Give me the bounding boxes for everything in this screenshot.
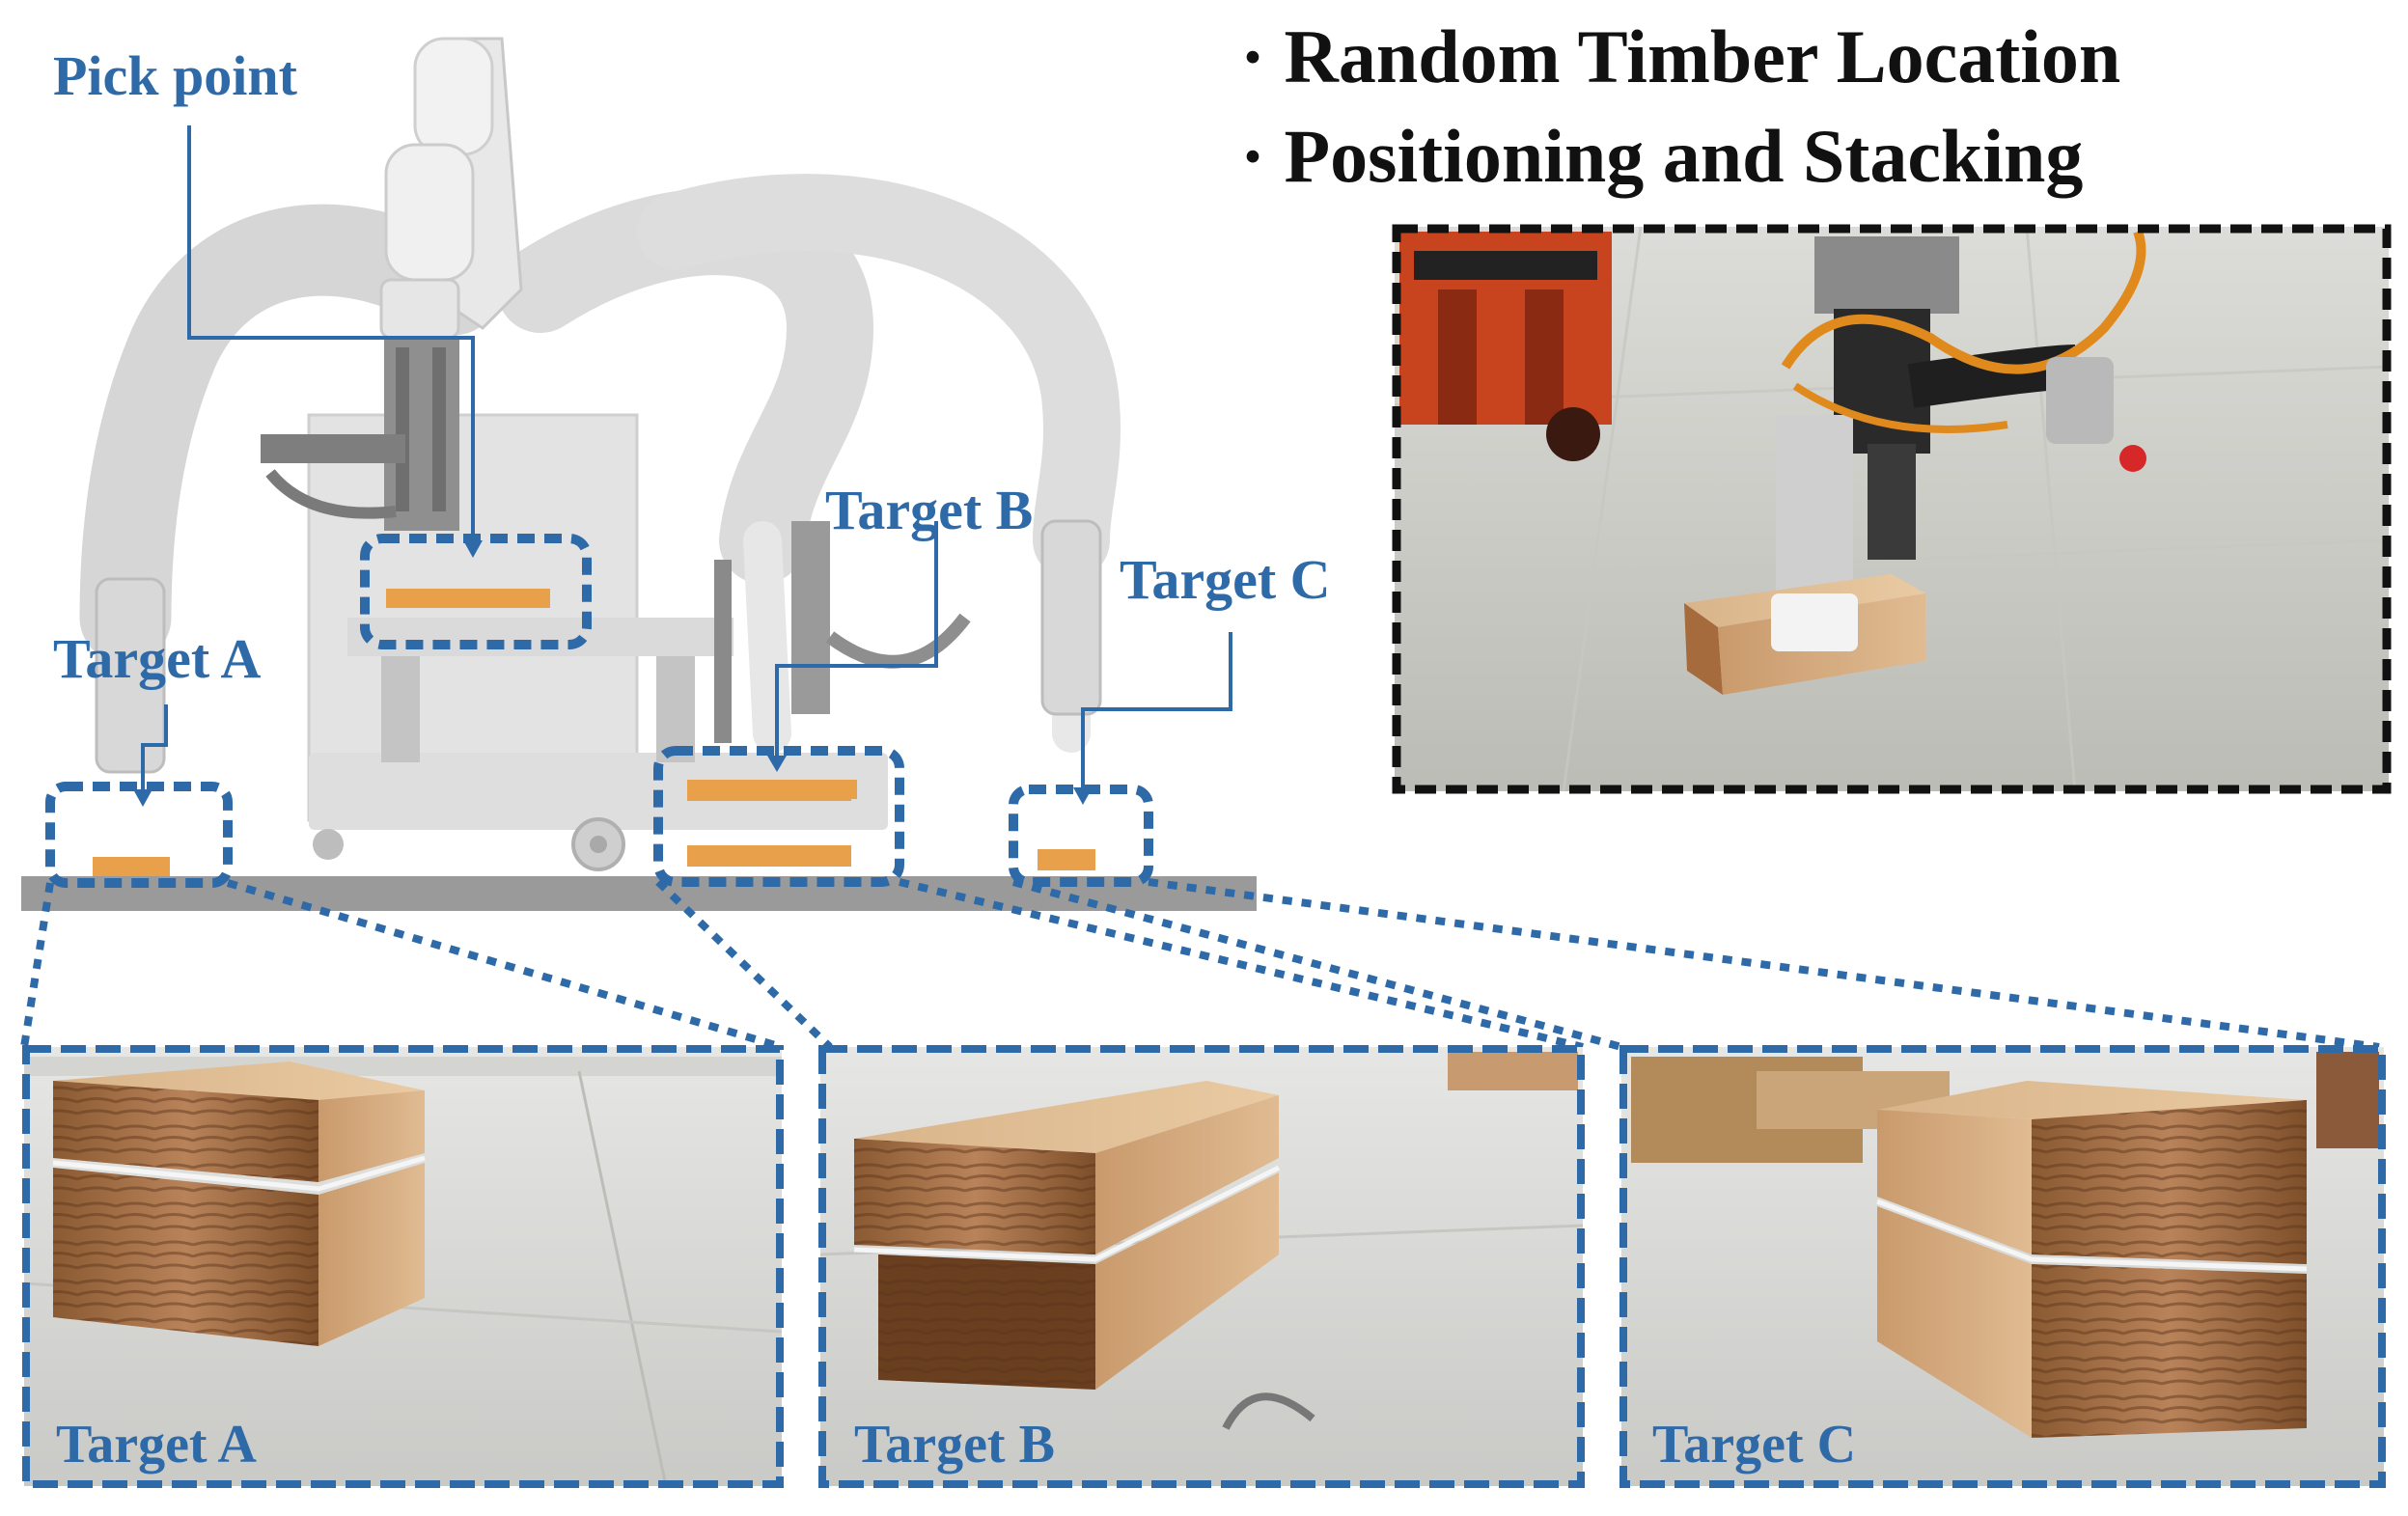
robot-illustration xyxy=(21,37,1257,911)
target-b-box xyxy=(653,746,904,887)
target-boxes xyxy=(45,534,1153,888)
projection-lines xyxy=(20,878,2380,1051)
target-a-label: Target A xyxy=(53,627,261,690)
experiment-photo xyxy=(1392,224,2392,794)
bullet-random-timber-location: · Random Timber Location xyxy=(1240,14,2120,98)
tool-rack xyxy=(95,519,1102,774)
robot-arm-main xyxy=(261,37,523,531)
closeup-target-c: Target C xyxy=(1619,1045,2386,1488)
pick-point-box xyxy=(360,534,592,649)
target-a-box xyxy=(45,782,233,888)
leader-lines xyxy=(141,125,1232,791)
arrow-down-icon xyxy=(133,540,1093,807)
pick-point-label: Pick point xyxy=(53,44,298,107)
timber-illustrations xyxy=(93,589,1095,876)
closeup-target-b: Target B xyxy=(818,1045,1585,1488)
closeup-a-label: Target A xyxy=(56,1415,257,1475)
closeup-b-label: Target B xyxy=(854,1415,1055,1475)
closeup-c-label: Target C xyxy=(1652,1415,1856,1475)
target-b-label: Target B xyxy=(825,479,1033,541)
bullet-positioning-and-stacking: · Positioning and Stacking xyxy=(1240,114,2083,198)
closeup-target-a: Target A xyxy=(22,1045,784,1488)
target-c-label: Target C xyxy=(1120,548,1331,611)
